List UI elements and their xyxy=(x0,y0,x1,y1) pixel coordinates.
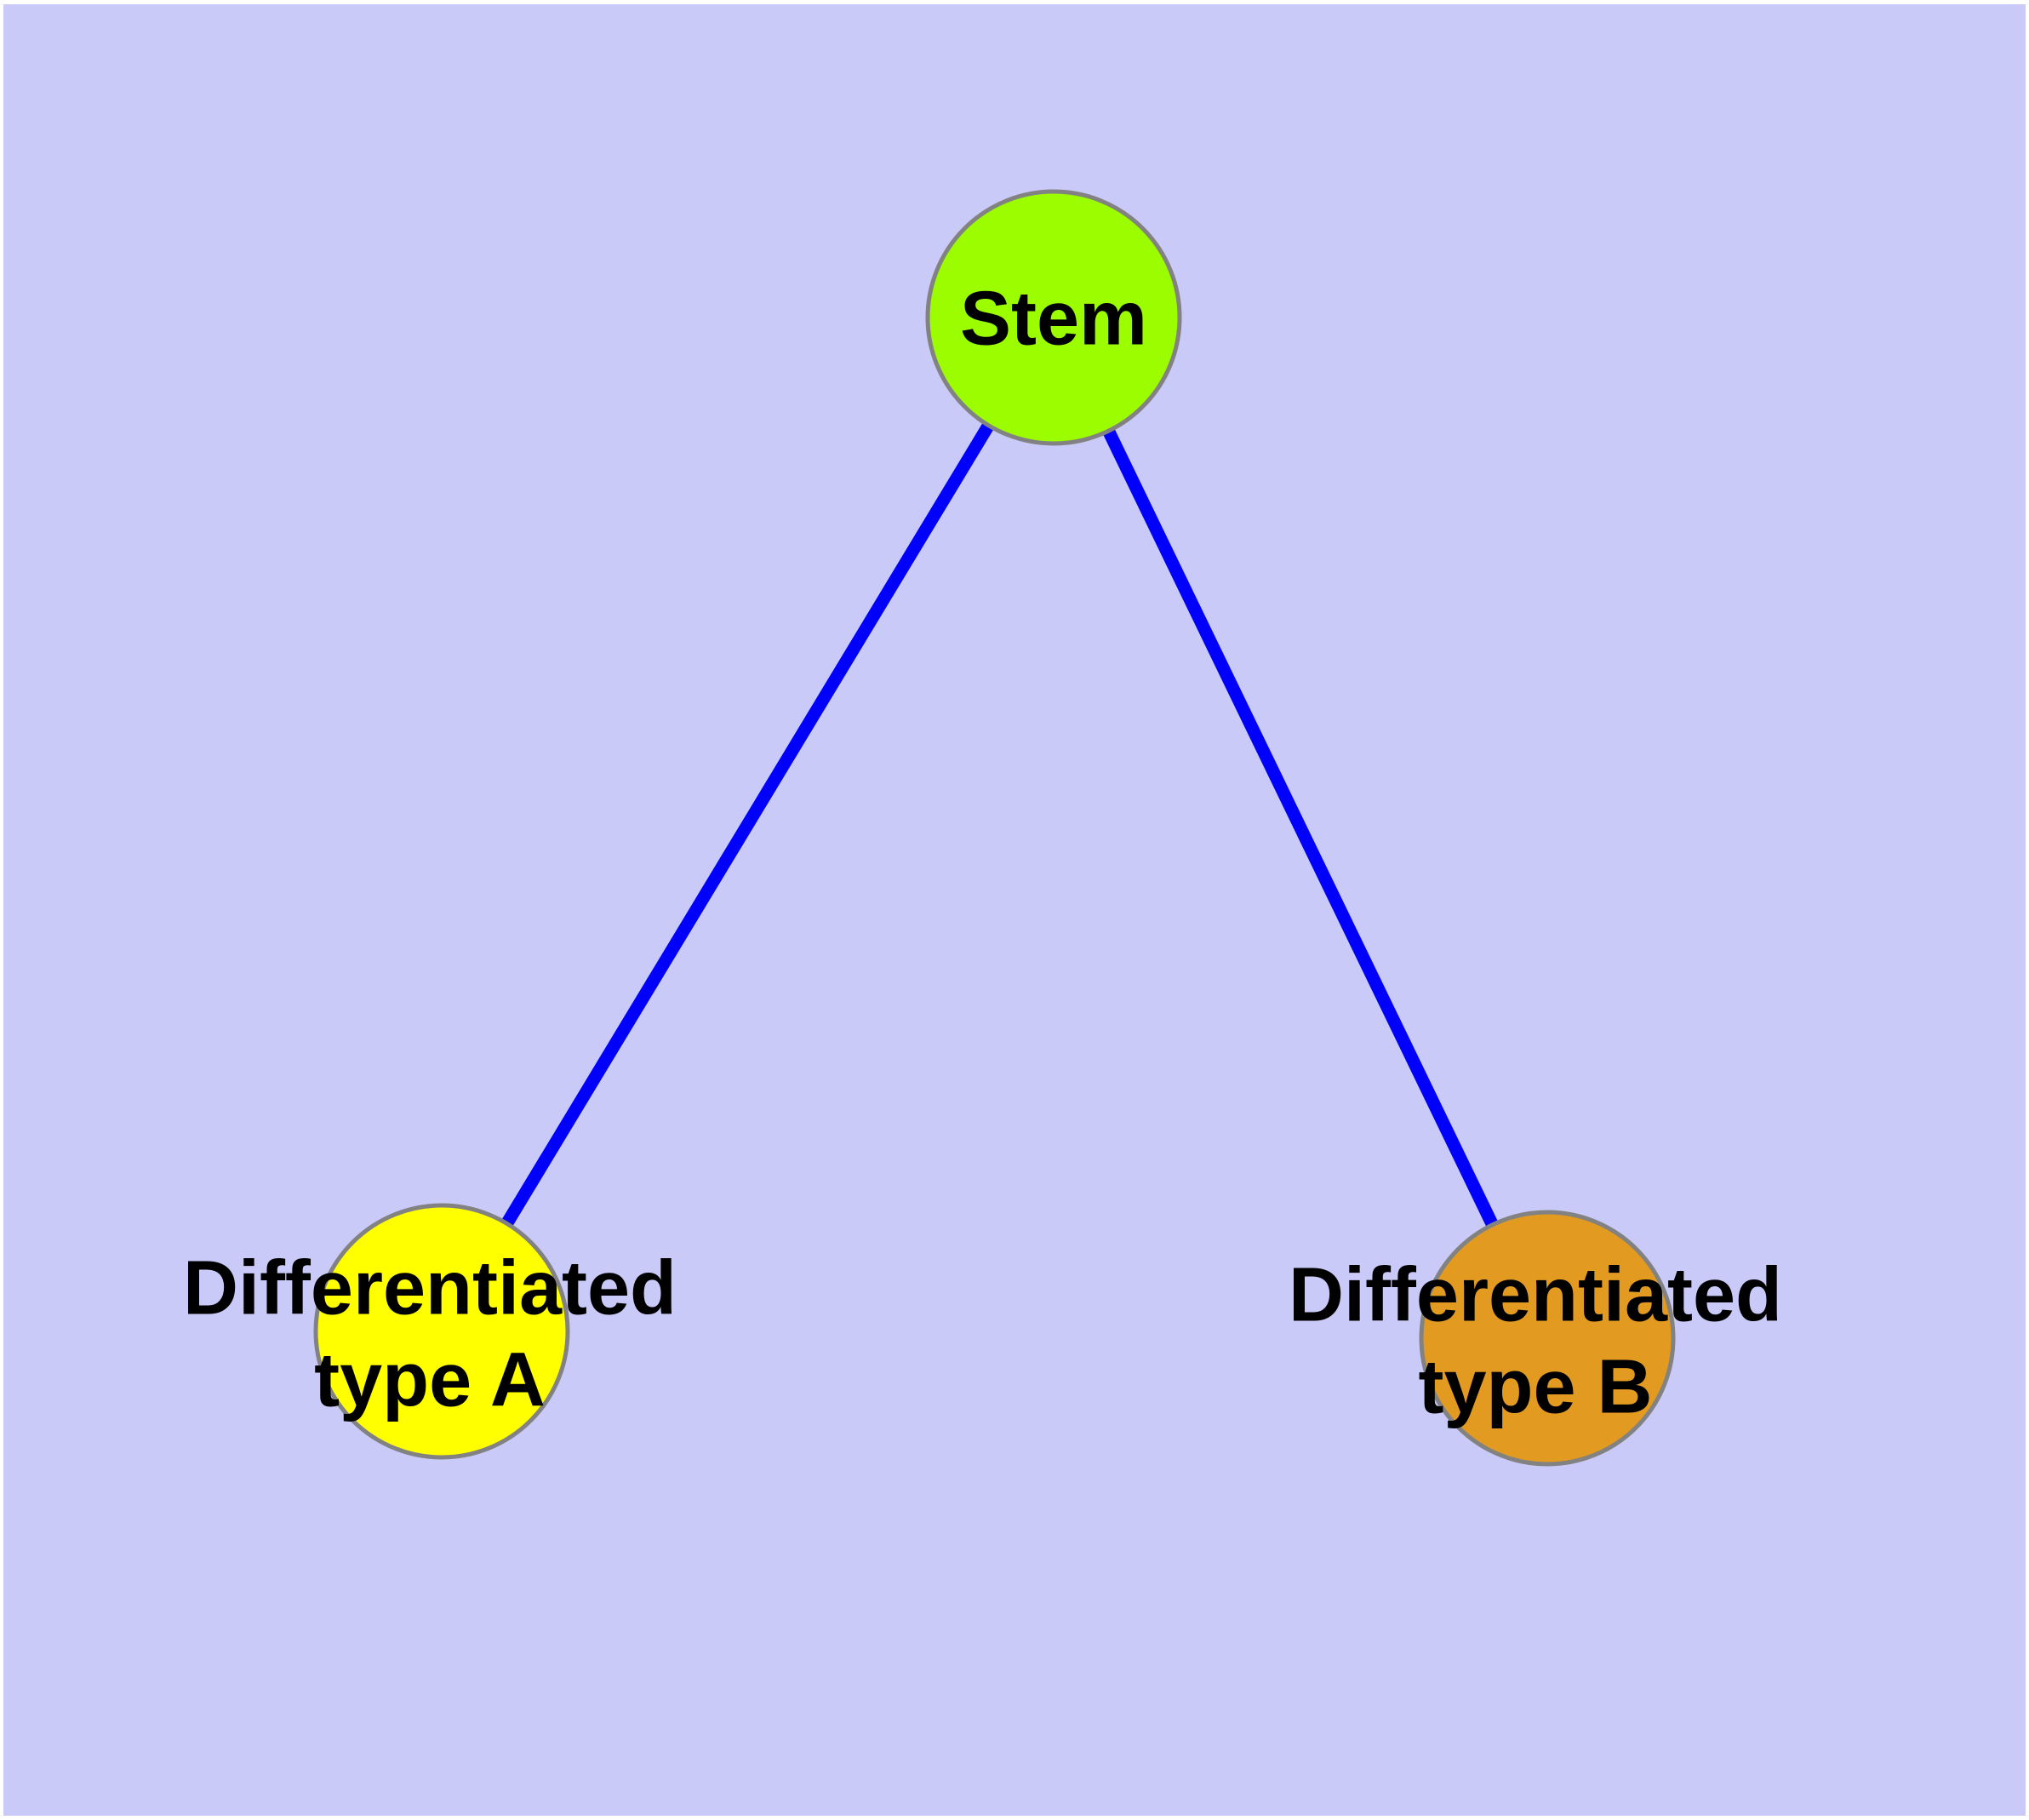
node-differentiated-type-b xyxy=(1419,1210,1676,1467)
node-type-b-label-line1: Differentiated xyxy=(1289,1253,1782,1338)
node-differentiated-type-a xyxy=(313,1203,570,1460)
node-type-b-label-line2: type B xyxy=(1418,1345,1652,1430)
node-stem xyxy=(925,189,1182,446)
edge-stem-to-type-a xyxy=(436,314,1060,1335)
node-type-a-label-line2: type A xyxy=(314,1338,546,1423)
node-type-a-label-line1: Differentiated xyxy=(183,1246,677,1331)
node-stem-label: Stem xyxy=(960,277,1147,362)
edge-stem-to-type-b xyxy=(1048,314,1553,1342)
